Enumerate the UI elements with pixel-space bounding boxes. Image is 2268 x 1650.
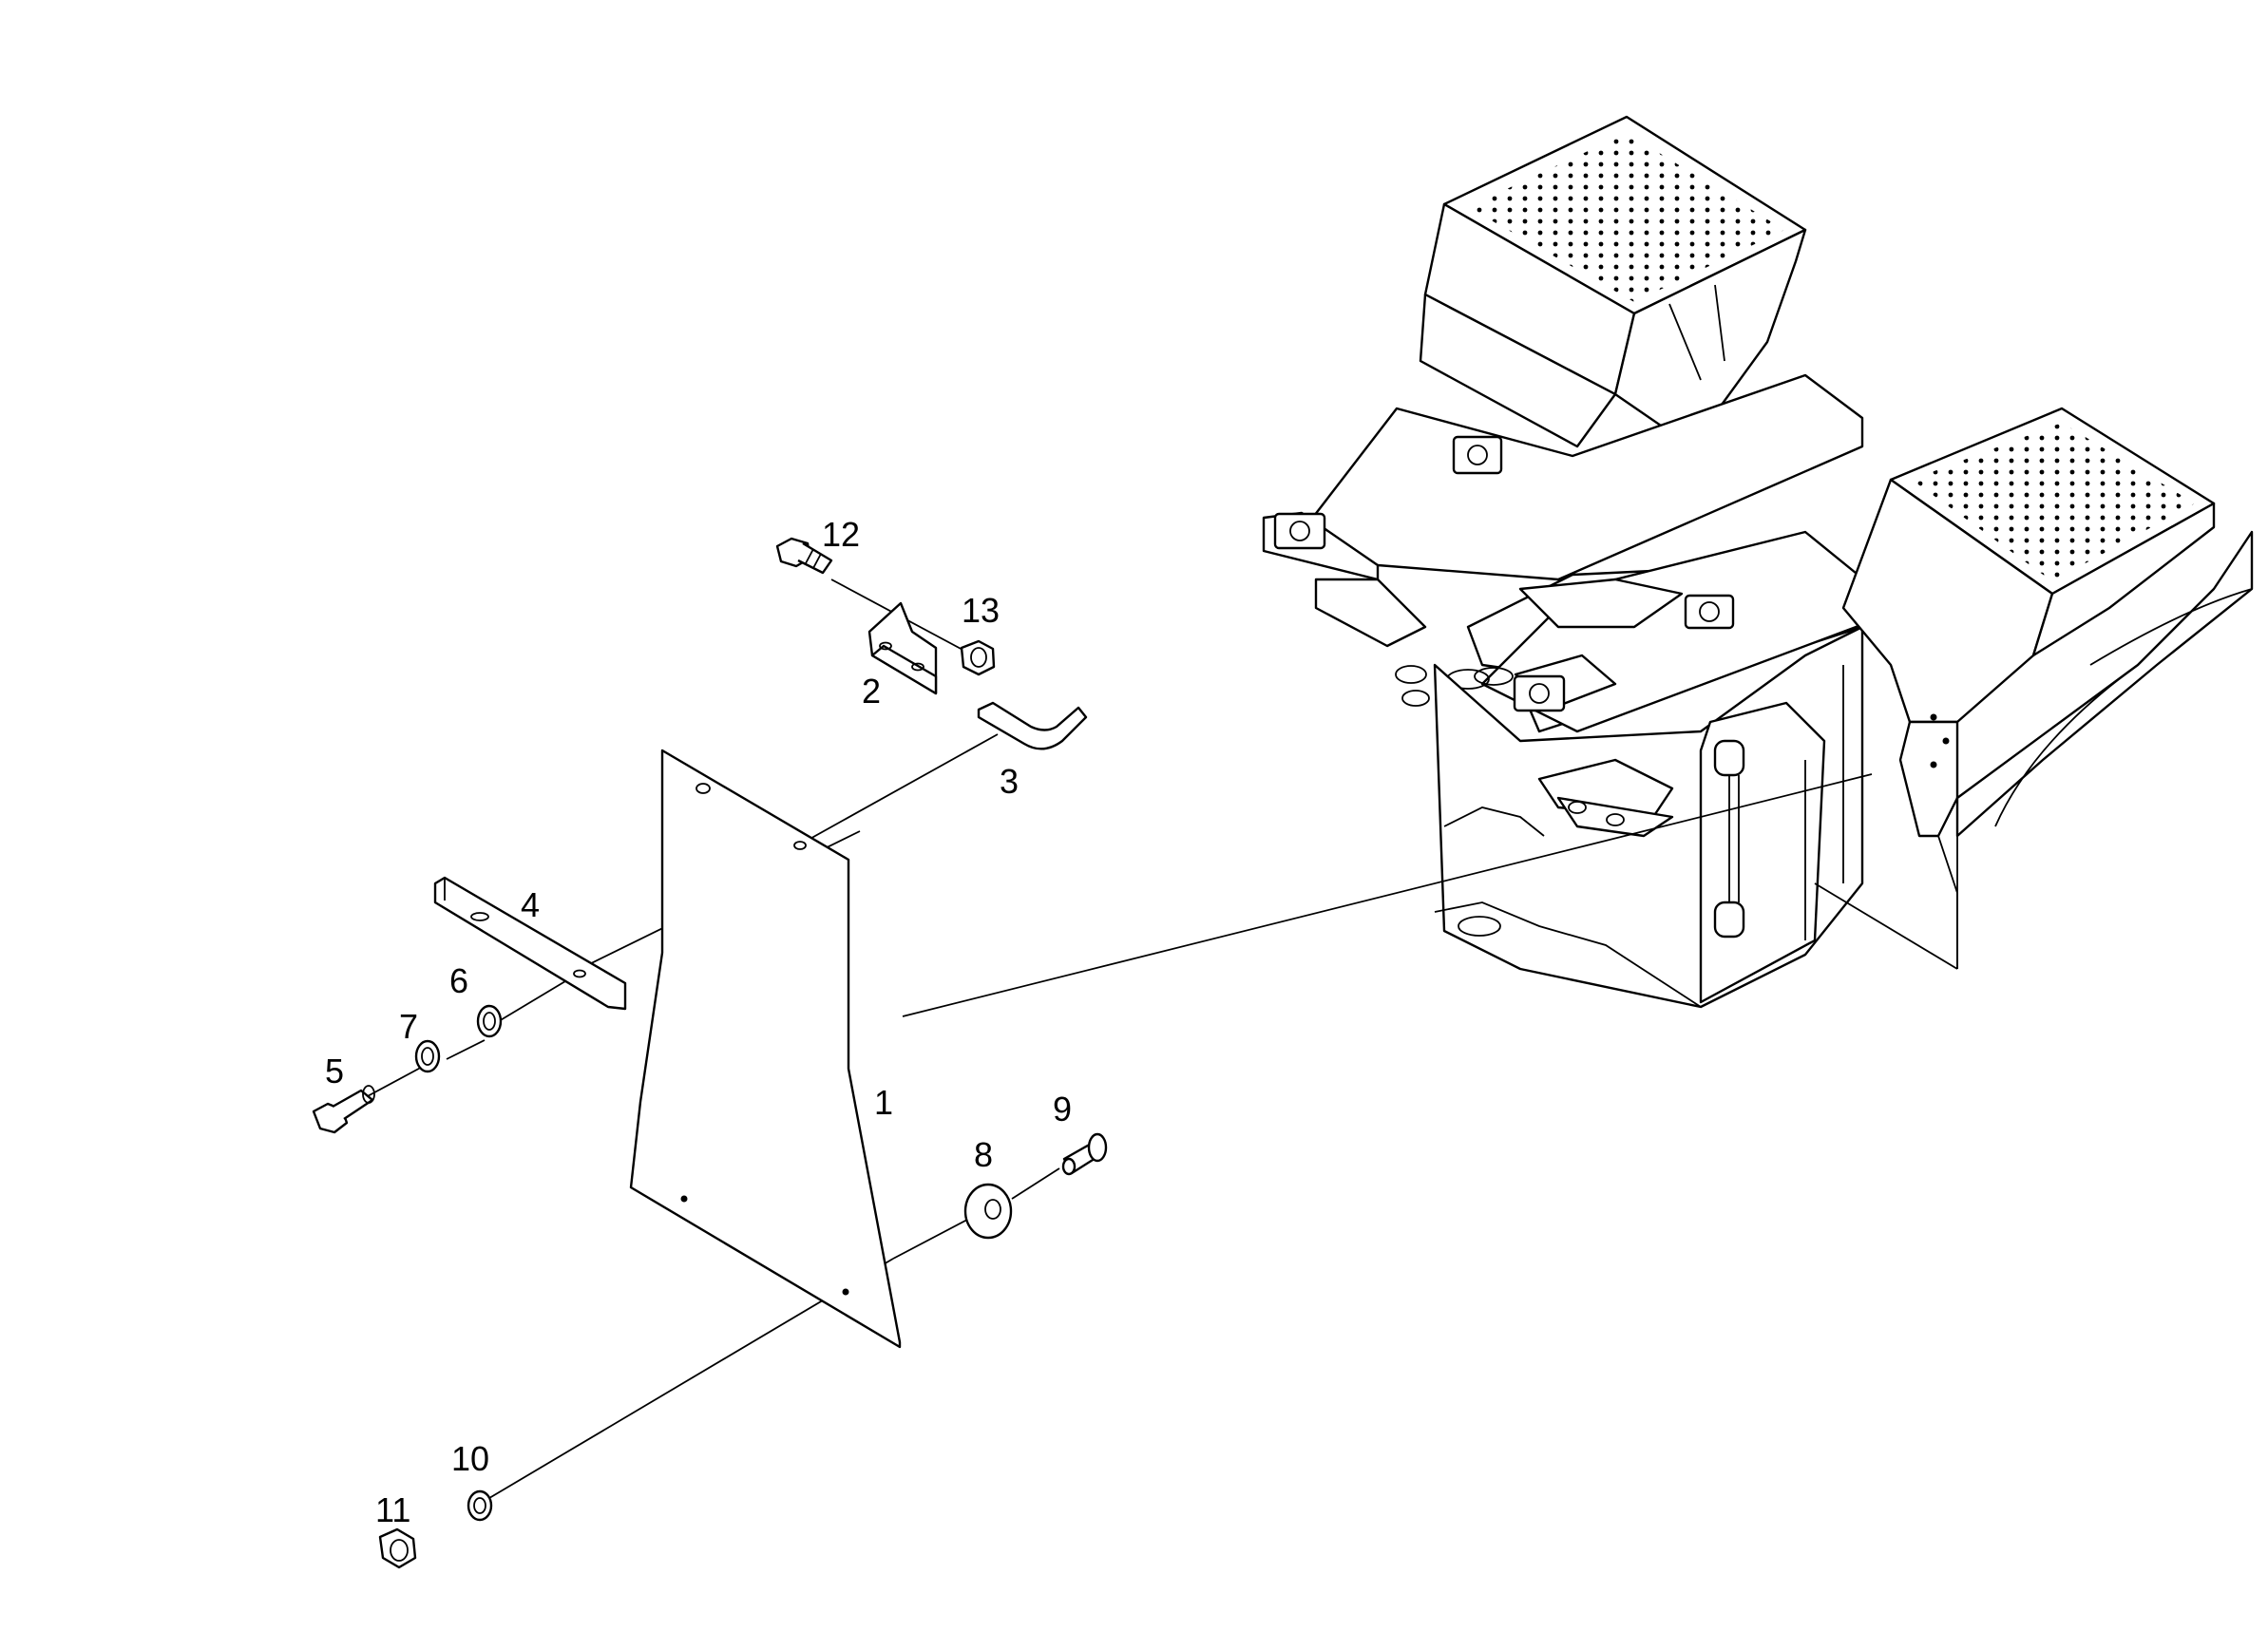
leader-lines [365, 578, 1873, 1502]
washer-part-7 [414, 1039, 441, 1073]
mud-flap-panel [629, 749, 902, 1349]
washer-part-8 [963, 1183, 1013, 1240]
washer-part-10 [467, 1489, 493, 1522]
callout-1: 1 [874, 1083, 893, 1122]
strip-part-4 [433, 876, 627, 1011]
bracket-part-3 [977, 701, 1088, 750]
callout-13: 13 [962, 591, 1000, 630]
frame-assembly [1262, 115, 2254, 1009]
callout-8: 8 [974, 1135, 993, 1174]
callout-7: 7 [399, 1007, 418, 1046]
washer-part-6 [476, 1004, 503, 1038]
bolt-part-12 [775, 537, 833, 575]
callout-11: 11 [375, 1490, 410, 1529]
callout-labels: 1 2 3 4 5 6 7 8 9 10 11 12 13 [325, 515, 1072, 1529]
callout-2: 2 [862, 672, 881, 711]
callout-10: 10 [451, 1439, 489, 1478]
bracket-part-2 [867, 601, 938, 695]
nut-part-11 [378, 1527, 417, 1569]
nut-part-13 [960, 639, 996, 676]
callout-3: 3 [1000, 762, 1019, 801]
callout-4: 4 [521, 885, 540, 924]
callout-9: 9 [1053, 1090, 1072, 1128]
lower-frame [1433, 625, 1864, 1009]
callout-5: 5 [325, 1052, 344, 1091]
upper-step-box [1419, 115, 1807, 448]
cross-beam [1395, 530, 1883, 733]
bolt-part-5 [312, 1085, 375, 1134]
bolt-part-9 [1061, 1132, 1108, 1176]
callout-6: 6 [449, 961, 468, 1000]
callout-12: 12 [822, 515, 860, 554]
right-step-box [1814, 407, 2254, 970]
